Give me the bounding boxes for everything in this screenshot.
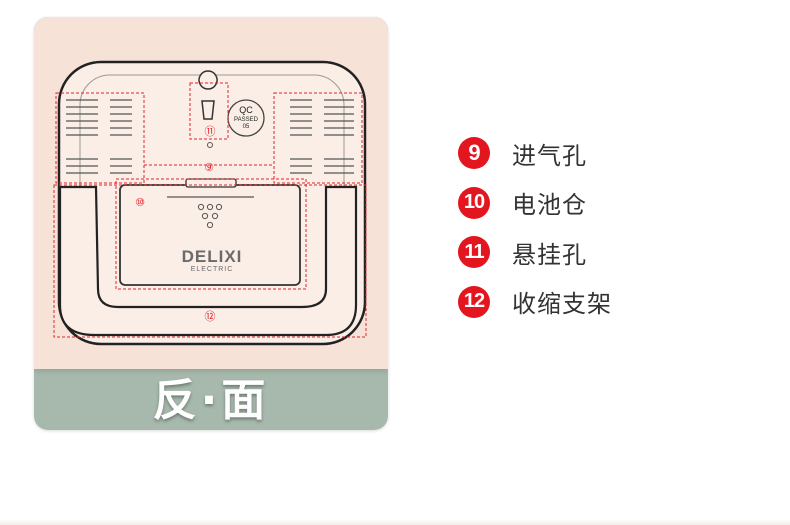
legend-label: 电池仓 [512,191,587,219]
callout-boxes [53,82,367,338]
folding-stand [58,185,358,337]
legend-item-intake-vent: 9 进气孔 [458,137,612,170]
left-vent-grille [66,99,132,174]
battery-latch [185,178,237,188]
legend-label: 进气孔 [512,141,587,170]
bottom-divider [0,519,790,525]
legend-item-hanging-hole: 11 悬挂孔 [458,236,612,269]
legend-number-badge: 11 [458,236,490,268]
qc-line1: QC [239,105,253,115]
callout-11: ⑪ [205,125,216,138]
legend-number-badge: 12 [458,285,490,318]
device-back-illustration: QC PASSED 05 DELIXI ELECTRIC [53,60,367,346]
battery-dots [197,203,223,229]
legend-label: 收缩支架 [512,290,612,318]
feature-legend: 9 进气孔 10 电池仓 11 悬挂孔 12 收缩支架 [458,137,612,335]
brand-sub: ELECTRIC [191,266,234,273]
legend-number-badge: 10 [458,186,490,219]
qc-line3: 05 [243,124,250,130]
right-vent-grille [290,99,354,174]
legend-number-badge: 9 [458,137,490,169]
legend-item-stand: 12 收缩支架 [458,285,612,318]
product-illustration-panel: QC PASSED 05 DELIXI ELECTRIC [34,17,388,369]
hanging-hole-dot [207,142,213,148]
qc-line2: PASSED [234,117,259,123]
callout-12: ⑫ [205,310,216,323]
callout-10: ⑩ [135,196,145,209]
legend-label: 悬挂孔 [512,240,587,269]
panel-caption: 反·面 [152,375,270,426]
product-back-card: QC PASSED 05 DELIXI ELECTRIC [34,17,388,430]
legend-item-battery: 10 电池仓 [458,186,612,219]
brand-logo: DELIXI [182,247,243,266]
callout-9: ⑨ [204,161,214,174]
